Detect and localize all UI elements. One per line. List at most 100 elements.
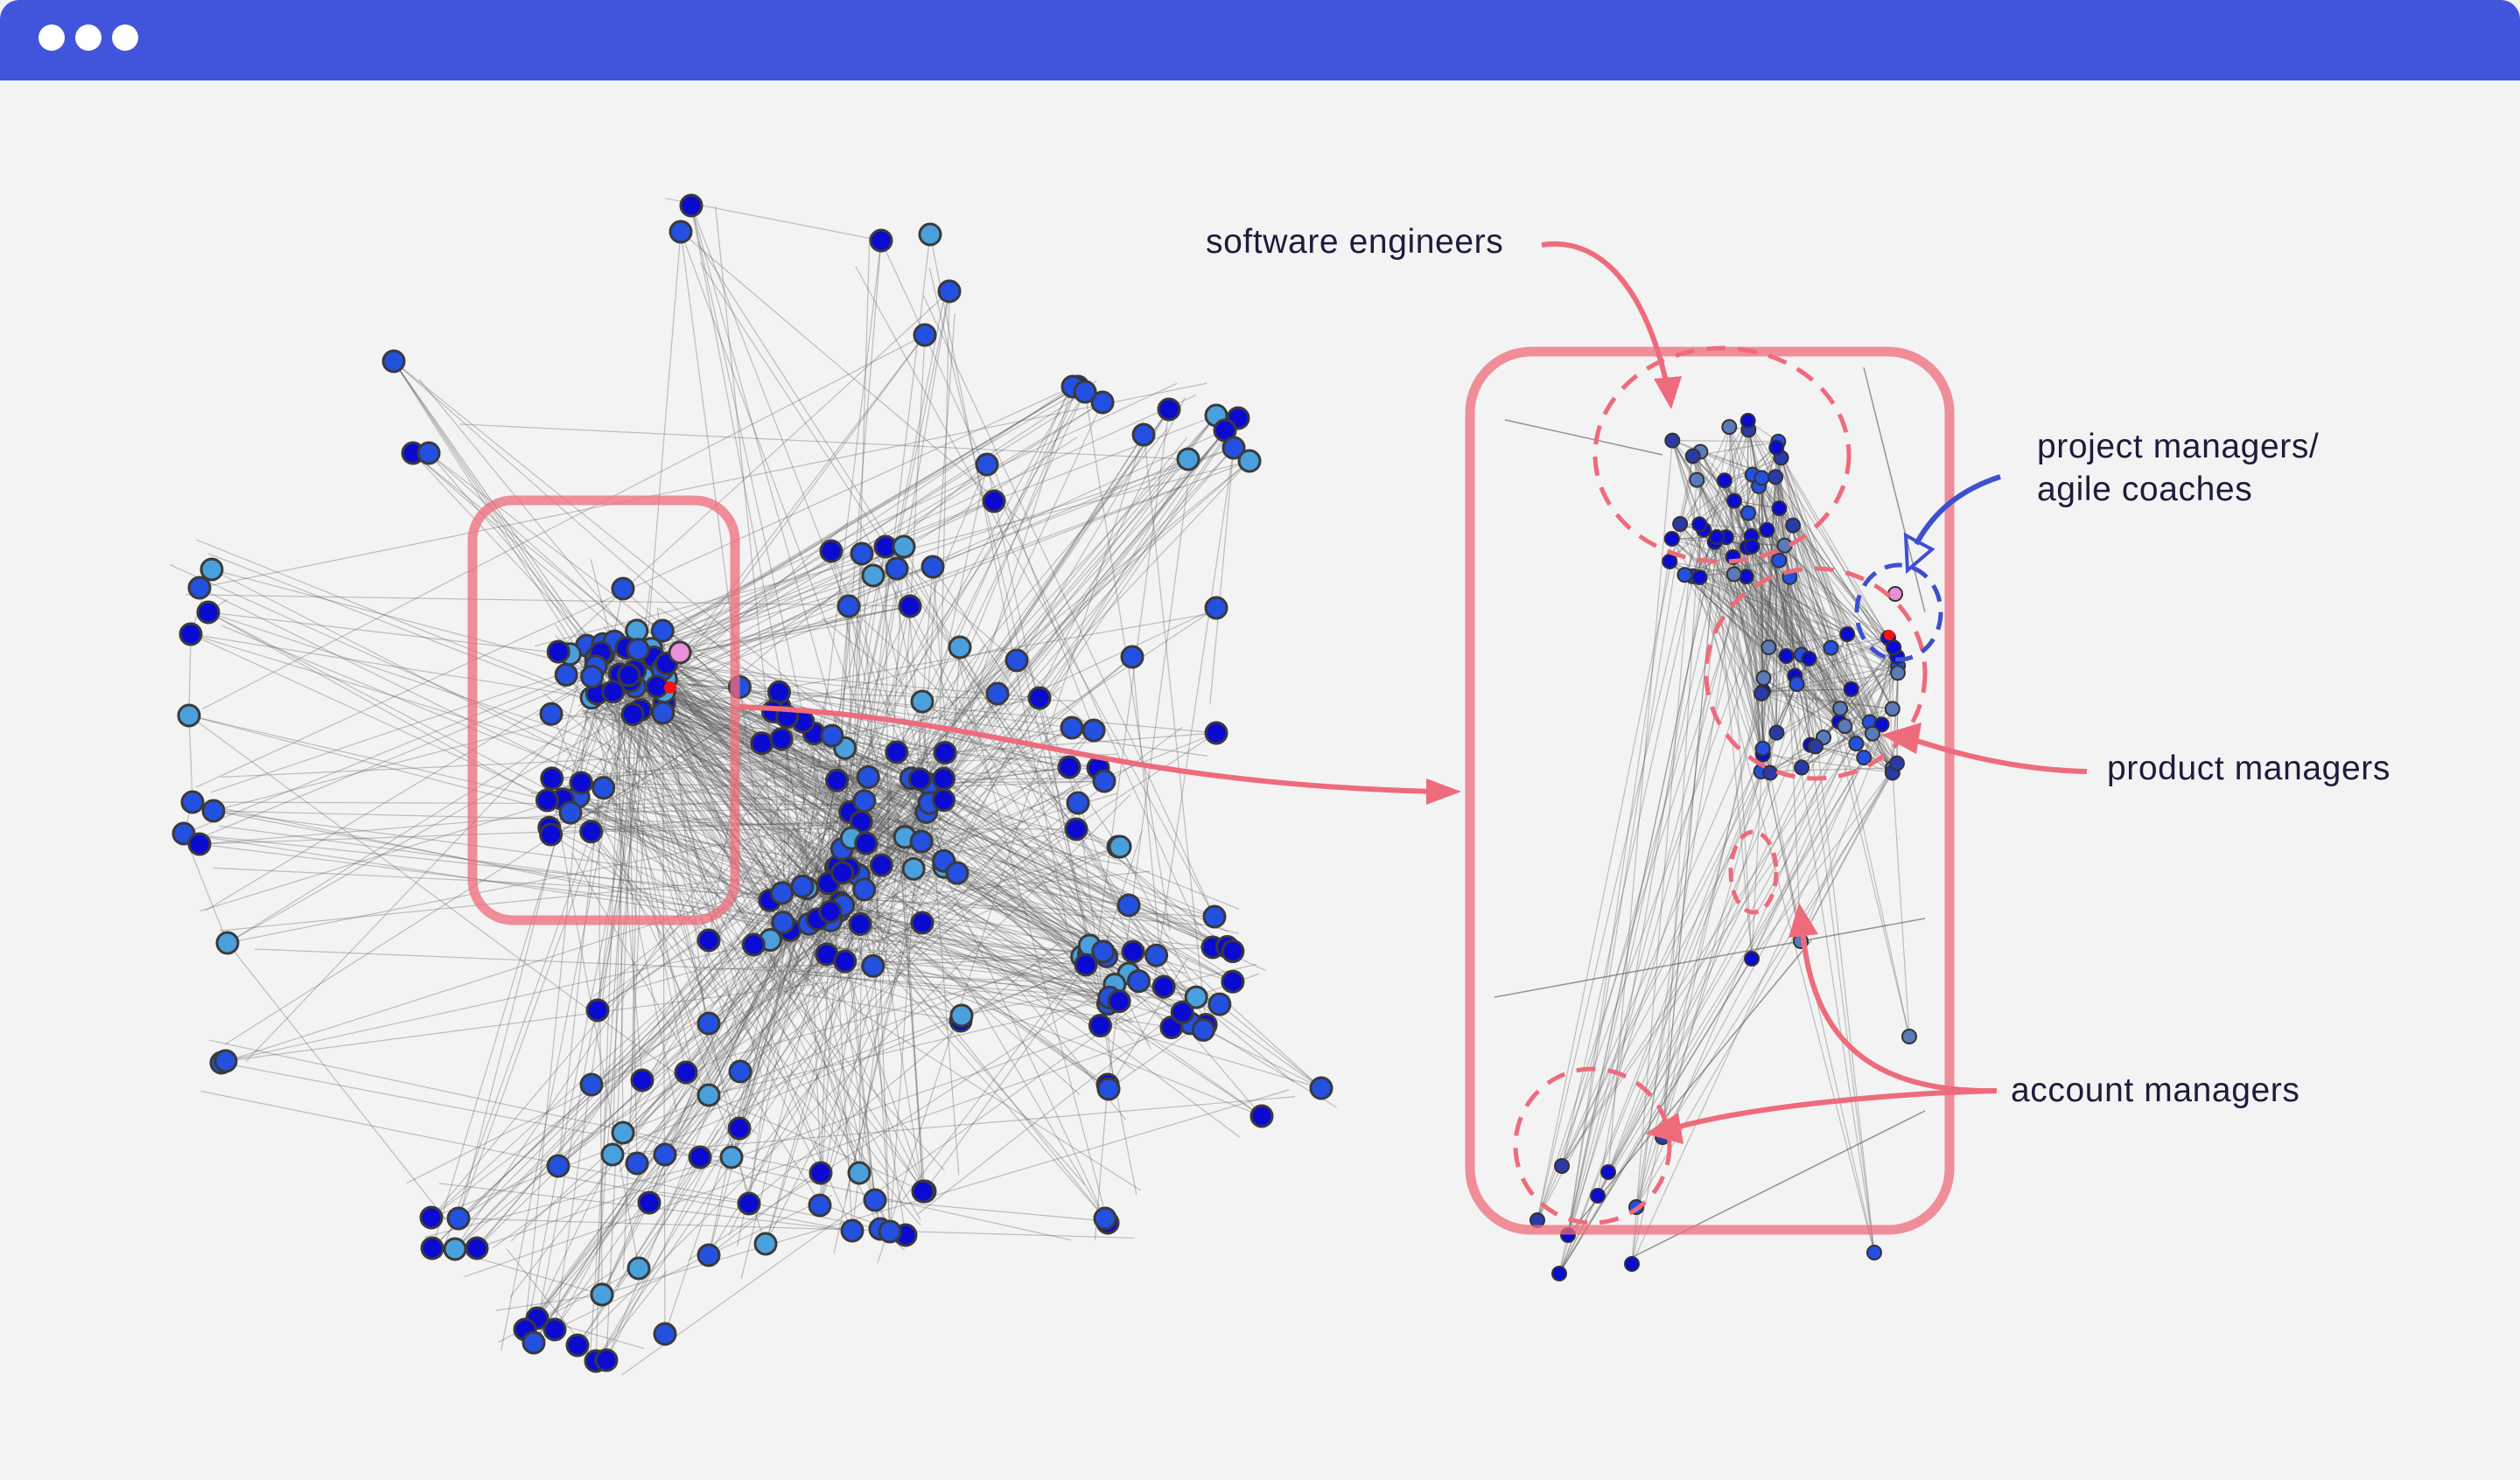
graph-node xyxy=(861,953,886,978)
zoom-node xyxy=(1843,681,1859,697)
arrowhead-account-managers xyxy=(1645,1113,1684,1144)
label-product-managers: product managers xyxy=(2107,750,2390,787)
graph-node xyxy=(1073,380,1097,404)
graph-node xyxy=(1088,1014,1112,1038)
zoom-node xyxy=(1754,470,1770,486)
zoom-node xyxy=(1744,951,1760,967)
graph-node xyxy=(601,680,626,704)
graph-node xyxy=(443,1237,467,1261)
zoom-node xyxy=(1759,521,1775,538)
graph-node xyxy=(420,1236,444,1260)
graph-node xyxy=(819,539,844,563)
arrow-product-managers xyxy=(1911,737,2088,774)
graph-node xyxy=(668,220,693,244)
arrowhead-project-managers xyxy=(1903,532,1936,575)
graph-node xyxy=(840,1218,864,1243)
zoom-node xyxy=(1794,759,1810,776)
graph-node xyxy=(824,768,849,792)
graph-node xyxy=(626,638,650,662)
graph-node xyxy=(590,1282,614,1307)
window-control-dot[interactable] xyxy=(112,24,138,51)
zoom-node xyxy=(1754,685,1770,702)
connector-arrowhead xyxy=(1426,778,1461,805)
zoom-node xyxy=(1771,500,1788,517)
graph-node xyxy=(1204,721,1228,745)
window-control-dot[interactable] xyxy=(75,24,102,51)
arrowhead-product-managers xyxy=(1881,723,1922,754)
graph-node xyxy=(626,1256,651,1281)
highlight-box-small xyxy=(467,495,740,925)
zoom-node xyxy=(1676,567,1693,583)
graph-node xyxy=(187,832,212,856)
graph-node xyxy=(790,874,815,898)
graph-node xyxy=(1108,834,1132,859)
graph-node xyxy=(565,1333,590,1358)
graph-node xyxy=(808,1193,832,1218)
graph-node xyxy=(770,881,794,905)
graph-node xyxy=(808,1161,833,1185)
graph-node xyxy=(1208,992,1232,1016)
graph-node xyxy=(830,861,855,885)
graph-node xyxy=(719,1145,744,1169)
zoom-node xyxy=(1771,552,1788,569)
graph-node xyxy=(1204,596,1228,620)
graph-edges xyxy=(169,198,1337,1376)
graph-node xyxy=(856,764,880,789)
zoom-node xyxy=(1768,439,1785,456)
graph-node xyxy=(769,727,794,751)
zoom-node xyxy=(1554,1158,1570,1174)
graph-node xyxy=(1092,769,1116,793)
zoom-node xyxy=(1689,471,1705,488)
graph-node xyxy=(982,489,1006,513)
label-account-managers: account managers xyxy=(2011,1072,2300,1109)
arrow-account-managers xyxy=(1672,1088,1998,1131)
zoom-node xyxy=(1864,725,1880,742)
graph-node xyxy=(737,1191,761,1216)
graph-node xyxy=(1082,718,1106,743)
zoom-node xyxy=(1600,1164,1616,1180)
graph-node xyxy=(932,788,956,813)
window-control-dot[interactable] xyxy=(38,24,65,51)
graph-node xyxy=(611,1120,635,1145)
graph-node xyxy=(766,680,791,704)
graph-node xyxy=(1221,939,1245,964)
graph-node xyxy=(1170,1000,1194,1024)
graph-node xyxy=(869,853,893,877)
graph-node xyxy=(852,789,877,813)
graph-node xyxy=(1144,943,1169,967)
zoom-node xyxy=(1691,569,1708,585)
zoom-node xyxy=(1901,1029,1917,1044)
arrow-account-managers-hub xyxy=(1800,928,1998,1094)
zoom-node xyxy=(1873,716,1890,733)
graph-node xyxy=(696,1011,721,1036)
zoom-node xyxy=(1884,701,1900,717)
graph-node xyxy=(1093,1206,1117,1231)
graph-node xyxy=(1121,939,1145,964)
graph-node xyxy=(1221,969,1245,994)
zoom-node xyxy=(1823,639,1839,656)
zoom-node xyxy=(1768,724,1785,741)
graph-node xyxy=(177,703,201,728)
zoom-node xyxy=(1832,700,1849,716)
zoom-node xyxy=(1721,419,1738,436)
graph-node xyxy=(1152,974,1176,999)
cluster-ring-project-managers xyxy=(1854,562,1943,662)
graph-node xyxy=(688,1145,712,1169)
graph-node xyxy=(1157,397,1181,422)
graph-node xyxy=(1176,447,1200,471)
graph-node xyxy=(180,790,205,814)
zoom-node xyxy=(1788,676,1805,693)
zoom-node xyxy=(1744,538,1760,555)
graph-node xyxy=(215,931,240,955)
graph-node xyxy=(913,323,937,347)
arrow-project-managers xyxy=(1914,474,2001,546)
graph-node xyxy=(650,618,675,643)
graph-node xyxy=(1107,989,1131,1014)
graph-node xyxy=(937,279,962,304)
zoom-node xyxy=(1760,639,1777,656)
cluster-ring-software-engineers xyxy=(1592,346,1852,564)
zoom-nodes xyxy=(1530,413,1917,1281)
graph-node xyxy=(1126,969,1151,994)
graph-node xyxy=(600,1142,625,1167)
graph-node xyxy=(847,1161,872,1185)
